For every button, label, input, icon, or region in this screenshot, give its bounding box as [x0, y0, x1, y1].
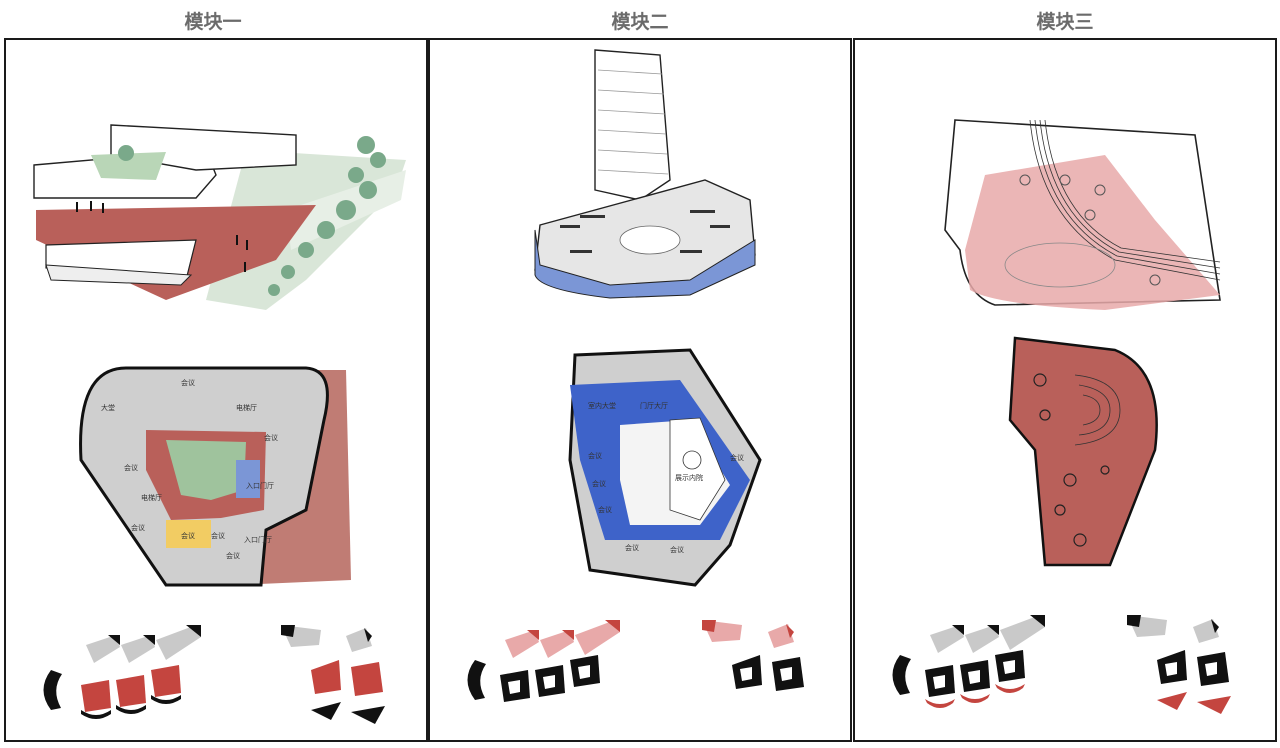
plan-label: 入口门厅 — [246, 481, 274, 490]
plan-label: 会议 — [592, 479, 606, 488]
plan-label: 会议 — [598, 505, 612, 514]
plan-label: 会议 — [124, 463, 138, 472]
plan-label: 会议 — [131, 523, 145, 532]
module-1-title: 模块一 — [184, 11, 242, 33]
module-1-panel: 会议 大堂 电梯厅 会议 电梯厅 会议 会议 会议 会议 入口门厅 入口门厅 会… — [4, 38, 428, 742]
module-2-floor-plan: 室内大堂 门厅大厅 展示内院 会议 会议 会议 会议 会议 会议 — [568, 348, 762, 587]
module-3-axonometric — [944, 119, 1221, 310]
plan-label: 会议 — [670, 545, 684, 554]
plan-label: 会议 — [211, 531, 225, 540]
module-1-axonometric — [33, 124, 406, 310]
module-3-massing-diagrams — [892, 615, 1231, 714]
plan-label: 会议 — [226, 551, 240, 560]
plan-label: 会议 — [181, 378, 195, 387]
plan-label: 电梯厅 — [141, 493, 162, 502]
module-1-floor-plan: 会议 大堂 电梯厅 会议 电梯厅 会议 会议 会议 会议 入口门厅 入口门厅 会… — [79, 366, 351, 587]
module-2-title: 模块二 — [611, 11, 669, 33]
module-3-title: 模块三 — [1036, 11, 1094, 33]
plan-label: 展示内院 — [675, 473, 703, 482]
plan-label: 会议 — [181, 531, 195, 540]
plan-label: 电梯厅 — [236, 403, 257, 412]
plan-label: 会议 — [730, 453, 744, 462]
plan-label: 门厅大厅 — [640, 401, 668, 410]
module-3-floor-plan — [1008, 336, 1158, 567]
plan-label: 入口门厅 — [244, 535, 272, 544]
plan-label: 大堂 — [101, 403, 115, 412]
plan-label: 会议 — [264, 433, 278, 442]
module-2-axonometric — [534, 49, 756, 299]
plan-label: 会议 — [588, 451, 602, 460]
module-2-massing-diagrams — [467, 620, 804, 702]
module-1-massing-diagrams — [43, 625, 385, 724]
module-3-panel — [853, 38, 1277, 742]
module-2-panel: 室内大堂 门厅大厅 展示内院 会议 会议 会议 会议 会议 会议 — [428, 38, 852, 742]
plan-label: 室内大堂 — [588, 401, 616, 410]
plan-label: 会议 — [625, 543, 639, 552]
